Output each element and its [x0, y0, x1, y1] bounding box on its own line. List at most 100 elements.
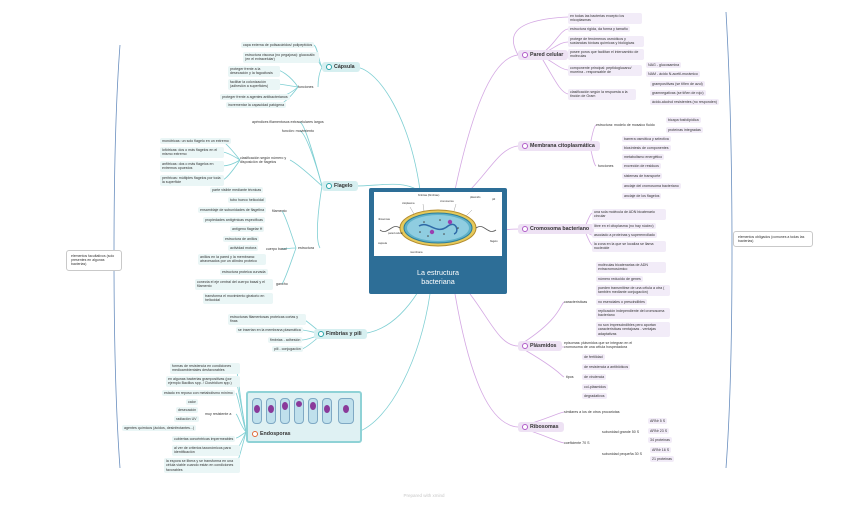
- endo-criterios[interactable]: al ver de criterios taxonómicos para ide…: [172, 445, 240, 456]
- ribosomas-mayor-2[interactable]: ARNr 23 S: [648, 428, 670, 435]
- filamento-3[interactable]: ensamblaje de subunidades de flagelina: [198, 207, 267, 214]
- pared-item-6[interactable]: clasificación según la respuesta a la ti…: [568, 89, 636, 100]
- cromosoma-item-1[interactable]: una sola molécula de ADN bicatenario cir…: [592, 209, 666, 220]
- membrana-func-6[interactable]: anclaje del cromosoma bacteriano: [622, 183, 681, 190]
- ribosomas-mayor-1[interactable]: ARNr 5 S: [648, 418, 668, 425]
- flagelo-top-1[interactable]: apéndices filamentosos extracelulares la…: [252, 120, 324, 124]
- membrana-func-3[interactable]: metabolismo energético: [622, 154, 665, 161]
- collapse-dot-icon[interactable]: [318, 331, 324, 337]
- pared-sub-1[interactable]: NAG - glucosamina: [646, 62, 682, 69]
- membrana-func-7[interactable]: anclaje de los flagelos: [622, 193, 662, 200]
- branch-fimbrias[interactable]: Fimbrias y pili: [314, 329, 367, 339]
- fimbrias-item-1[interactable]: estructuras filamentosas proteicas corta…: [228, 314, 306, 325]
- plasmidos-tipo-3[interactable]: de virulencia: [582, 374, 607, 381]
- filamento-4[interactable]: propiedades antigénicas específicas: [203, 217, 265, 224]
- collapse-dot-icon[interactable]: [252, 431, 258, 437]
- pared-item-3[interactable]: protege de fenómenos osmóticos y sustanc…: [568, 36, 644, 47]
- ribosomas-mayor-3[interactable]: 34 proteínas: [648, 437, 672, 444]
- capsula-item-1[interactable]: capa externa de polisacáridos/ polipeptí…: [241, 42, 315, 49]
- endo-desecacion[interactable]: desecación: [176, 407, 199, 414]
- membrana-modelo-sub-1[interactable]: bicapa fosfolipídica: [666, 117, 701, 124]
- flagelo-tipo-4[interactable]: perítricas: múltiples flagelos por toda …: [160, 175, 224, 186]
- collapse-dot-icon[interactable]: [326, 183, 332, 189]
- plasmidos-car-4[interactable]: no esenciales o prescindibles: [596, 299, 647, 306]
- branch-plasmidos[interactable]: Plásmidos: [518, 341, 562, 351]
- plasmidos-car-3[interactable]: pueden transmitirse de una célula a otra…: [596, 285, 670, 296]
- endo-cubiertas[interactable]: cubiertas concéntricas impermeables: [172, 436, 236, 443]
- ribosomas-mayor[interactable]: subunidad grande 50 S: [602, 430, 640, 434]
- endo-uv[interactable]: radiación UV: [174, 416, 199, 423]
- cuerpo-3[interactable]: anillos en la pared y la membrana: atrav…: [198, 254, 266, 265]
- plasmidos-tipo-4[interactable]: col-plásmidos: [582, 384, 608, 391]
- flagelo-tipo-2[interactable]: lofótricas: dos o más flagelos en el mis…: [160, 147, 224, 158]
- membrana-func-5[interactable]: sistemas de transporte: [622, 173, 663, 180]
- cromosoma-item-2[interactable]: libre en el citoplasma (no hay núcleo): [592, 223, 656, 230]
- pared-sub-4[interactable]: gramnegativas (se tiñen de rojo): [650, 90, 706, 97]
- gancho-1[interactable]: estructura proteica curvada: [220, 269, 268, 276]
- filamento-2[interactable]: tubo hueco helicoidal: [228, 197, 266, 204]
- collapse-dot-icon[interactable]: [522, 343, 528, 349]
- filamento-5[interactable]: antígeno flagelar H: [230, 226, 265, 233]
- endo-liberacion[interactable]: la espora se libera y se transforma en u…: [164, 458, 240, 473]
- endo-item-3[interactable]: estado en reposo con metabolismo mínimo: [162, 390, 235, 397]
- branch-membrana[interactable]: Membrana citoplasmática: [518, 141, 600, 151]
- plasmidos-car-5[interactable]: replicación independiente del cromosoma …: [596, 308, 670, 319]
- plasmidos-tipos[interactable]: tipos: [566, 375, 574, 379]
- plasmidos-tipo-5[interactable]: degradativos: [582, 393, 607, 400]
- cromosoma-item-4[interactable]: la zona en la que se localiza se llama n…: [592, 241, 666, 252]
- collapse-dot-icon[interactable]: [522, 52, 528, 58]
- fimbrias-item-2[interactable]: se insertan en la membrana plasmática: [236, 327, 303, 334]
- gancho-2[interactable]: conecta el eje central del cuerpo basal …: [195, 279, 273, 290]
- branch-capsula[interactable]: Cápsula: [322, 62, 360, 72]
- pared-item-5[interactable]: componente principal: peptidoglucano/ mu…: [568, 65, 642, 76]
- pared-sub-3[interactable]: grampositivas (se tiñen de azul): [650, 81, 705, 88]
- endo-item-1[interactable]: formas de resistencia en condiciones med…: [170, 363, 240, 374]
- capsula-func-3[interactable]: proteger frente a agentes antibacteriano…: [220, 94, 290, 101]
- plasmidos-car-2[interactable]: número reducido de genes: [596, 276, 643, 283]
- endo-resistente[interactable]: muy resistente a: [205, 412, 232, 416]
- membrana-func-4[interactable]: excreción de residuos: [622, 163, 661, 170]
- pared-sub-2[interactable]: NAM - ácido N-acetil-murámico: [646, 71, 700, 78]
- gancho-3[interactable]: transforma el movimiento giratorio en he…: [203, 293, 273, 304]
- pared-item-4[interactable]: posee poros que facilitan el intercambio…: [568, 49, 644, 60]
- filamento-1[interactable]: parte visible mediante técnicas: [210, 187, 264, 194]
- plasmidos-episomas[interactable]: episomas: plásmidos que se integran en e…: [564, 341, 633, 350]
- flagelo-tipo-3[interactable]: anfítricas: dos o más flagelos en extrem…: [160, 161, 224, 172]
- collapse-dot-icon[interactable]: [522, 143, 528, 149]
- branch-ribosomas[interactable]: Ribosomas: [518, 422, 564, 432]
- pared-item-1[interactable]: en todas las bacterias excepto los micop…: [568, 13, 642, 24]
- pared-sub-5[interactable]: ácido-alcohol resistentes (no responden): [650, 99, 719, 106]
- branch-pared[interactable]: Pared celular: [518, 50, 569, 60]
- membrana-modelo-sub-2[interactable]: proteínas integradas: [666, 127, 703, 134]
- side-note-obligados[interactable]: elementos obligados (comunes a todas las…: [733, 231, 813, 248]
- ribosomas-item-2[interactable]: coeficiente 70 S: [564, 441, 590, 445]
- plasmidos-car-6[interactable]: no son imprescindibles pero aportan cara…: [596, 322, 670, 337]
- ribosomas-menor-2[interactable]: 21 proteínas: [650, 456, 674, 463]
- membrana-func-1[interactable]: barrera osmótica y selectiva: [622, 136, 671, 143]
- cromosoma-item-3[interactable]: asociado a proteínas y superenrollado: [592, 232, 657, 239]
- plasmidos-tipo-2[interactable]: de resistencia a antibióticos: [582, 364, 631, 371]
- endosporas-panel[interactable]: Endosporas: [246, 391, 362, 443]
- flagelo-top-2[interactable]: función: movimiento: [282, 129, 314, 133]
- branch-endosporas[interactable]: Endosporas: [248, 429, 296, 439]
- collapse-dot-icon[interactable]: [522, 424, 528, 430]
- flagelo-filamento[interactable]: filamento: [272, 209, 287, 213]
- flagelo-cuerpo-basal[interactable]: cuerpo basal: [266, 247, 287, 251]
- central-topic[interactable]: fimbrias (fiimbriae) cromosoma plásmido …: [369, 188, 507, 294]
- capsula-funciones[interactable]: funciones: [298, 85, 314, 89]
- plasmidos-car-1[interactable]: moléculas bicatenarias de ADN extracromo…: [596, 262, 666, 273]
- membrana-func-2[interactable]: biosíntesis de componentes: [622, 145, 671, 152]
- endo-calor[interactable]: calor: [186, 399, 198, 406]
- flagelo-estructura[interactable]: estructura: [298, 246, 314, 250]
- capsula-func-2[interactable]: facilitar la colonización (adhesión a su…: [228, 79, 280, 90]
- capsula-func-4[interactable]: incrementar la capacidad patógena: [226, 102, 287, 109]
- capsula-func-1[interactable]: proteger frente a la desecación y la fag…: [228, 66, 280, 77]
- flagelo-gancho[interactable]: gancho: [276, 282, 288, 286]
- flagelo-tipo-1[interactable]: monótricas: un solo flagelo en un extrem…: [160, 138, 231, 145]
- membrana-funciones[interactable]: funciones: [598, 164, 614, 168]
- side-note-facultativos[interactable]: elementos facultativos (solo presentes e…: [66, 250, 122, 271]
- branch-flagelo[interactable]: Flagelo: [322, 181, 358, 191]
- membrana-modelo[interactable]: estructura: modelo de mosaico fluido: [596, 123, 655, 127]
- cuerpo-1[interactable]: estructura de anillos: [223, 236, 260, 243]
- ribosomas-menor-1[interactable]: ARNr 16 S: [650, 447, 672, 454]
